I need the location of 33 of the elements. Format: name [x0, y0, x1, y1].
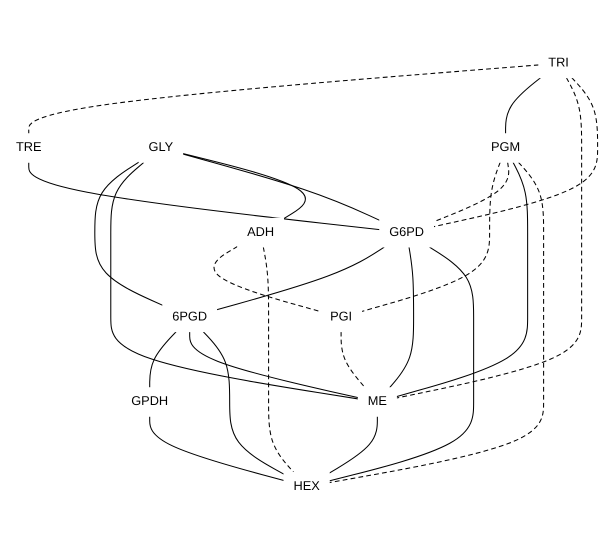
- connector: [94, 162, 163, 306]
- connector: [189, 332, 358, 398]
- connector: [396, 162, 528, 398]
- connector: [182, 154, 380, 221]
- node-text: PGI: [330, 310, 352, 324]
- connector: [149, 416, 284, 482]
- connector: [110, 162, 358, 400]
- connector: [362, 162, 501, 312]
- connector: [329, 416, 378, 474]
- connector: [329, 162, 544, 484]
- node-text: TRI: [548, 56, 569, 70]
- connector: [340, 332, 366, 388]
- connector: [28, 162, 380, 230]
- connector: [214, 246, 321, 312]
- node-text: GPDH: [131, 394, 168, 408]
- connector: [505, 77, 541, 134]
- node-text: TRE: [16, 140, 42, 154]
- connector: [202, 331, 284, 475]
- connector: [216, 246, 385, 310]
- connector: [149, 331, 176, 388]
- node-text: ME: [368, 394, 387, 408]
- connector: [434, 77, 598, 228]
- node-text: G6PD: [389, 225, 424, 240]
- connector: [28, 64, 539, 134]
- node-text: HEX: [293, 479, 320, 494]
- connector: [396, 77, 582, 399]
- node-text: GLY: [148, 140, 174, 154]
- connector: [389, 246, 414, 388]
- node-text: 6PGD: [172, 310, 208, 324]
- connector: [262, 246, 294, 473]
- connector: [329, 246, 474, 482]
- node-text: PGM: [491, 140, 520, 154]
- connector: [182, 152, 306, 220]
